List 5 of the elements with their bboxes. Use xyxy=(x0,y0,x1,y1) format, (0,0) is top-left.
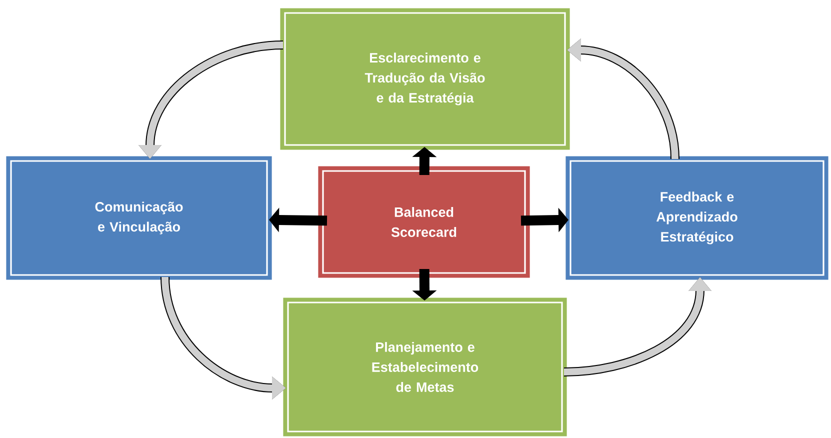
process-box: Feedback e Aprendizado Estratégico xyxy=(566,156,828,280)
process-box: Esclarecimento e Tradução da Visão e da Estratégia xyxy=(280,8,570,150)
process-box: Planejamento e Estabelecimento de Metas xyxy=(283,298,567,436)
process-box: Comunicação e Vinculação xyxy=(6,156,272,280)
center-box: Balanced Scorecard xyxy=(318,166,530,278)
